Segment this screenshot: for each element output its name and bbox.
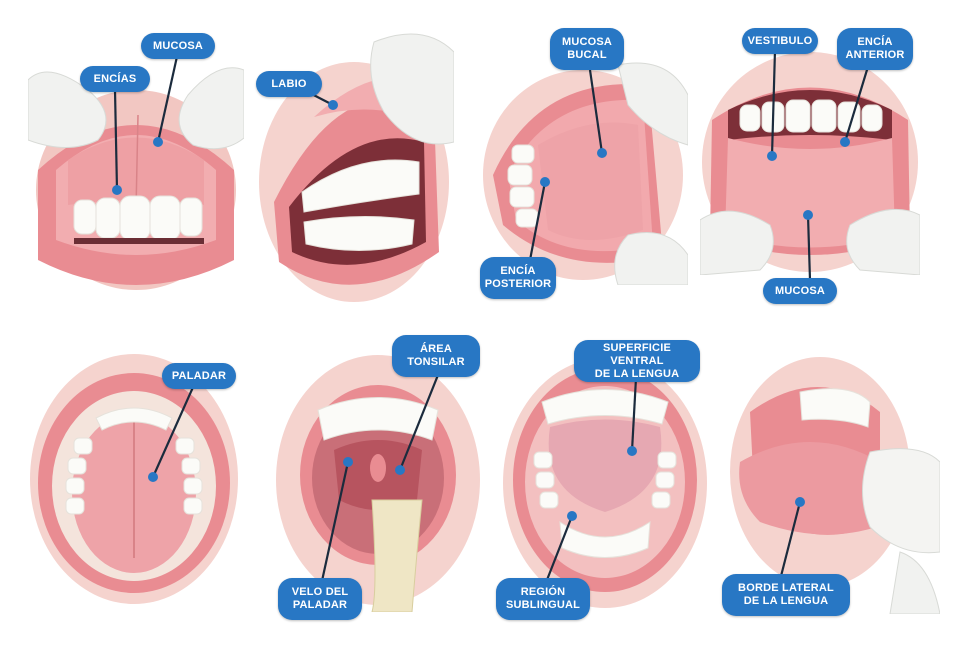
label-encia-posterior: ENCÍA POSTERIOR (480, 257, 556, 299)
label-paladar: PALADAR (162, 363, 236, 389)
throat-illustration (276, 355, 480, 612)
under-tongue-illustration (503, 358, 707, 608)
panel-lower-lip (700, 50, 920, 275)
panel-tongue-side (730, 352, 940, 614)
lower-lip-illustration (700, 52, 920, 275)
label-area-tonsilar: ÁREA TONSILAR (392, 335, 480, 377)
panel-upper-gums (28, 20, 244, 290)
label-encia-anterior: ENCÍA ANTERIOR (837, 28, 913, 70)
label-borde-lateral: BORDE LATERAL DE LA LENGUA (722, 574, 850, 616)
label-mucosa-upper: MUCOSA (141, 33, 215, 59)
label-velo-del-paladar: VELO DEL PALADAR (278, 578, 362, 620)
panel-under-tongue (500, 352, 710, 614)
tongue-side-illustration (730, 357, 940, 614)
label-mucosa-lower: MUCOSA (763, 278, 837, 304)
label-region-sublingual: REGIÓN SUBLINGUAL (496, 578, 590, 620)
cheek-illustration (483, 62, 688, 285)
upper-gums-illustration (28, 67, 244, 290)
label-mucosa-bucal: MUCOSA BUCAL (550, 28, 624, 70)
label-encias: ENCÍAS (80, 66, 150, 92)
panel-throat (272, 350, 484, 612)
panel-cheek (478, 55, 688, 285)
label-labio: LABIO (256, 71, 322, 97)
panel-lip (254, 22, 454, 304)
label-superficie-ventral: SUPERFICIE VENTRAL DE LA LENGUA (574, 340, 700, 382)
label-vestibulo: VESTIBULO (742, 28, 818, 54)
lip-illustration (259, 33, 454, 302)
